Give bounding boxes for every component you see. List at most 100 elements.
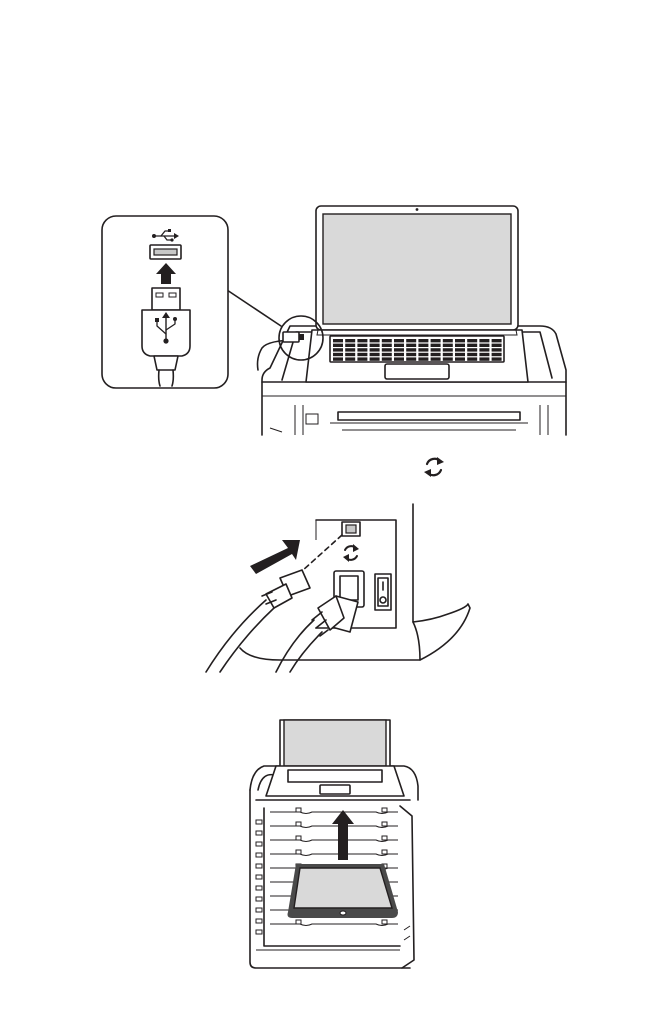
- shelf: [270, 854, 398, 856]
- key: [333, 339, 343, 342]
- shelf-port: [382, 808, 387, 812]
- key: [345, 353, 355, 356]
- cabinet-vents: [256, 820, 262, 934]
- figure-connect-usb-b-and-power: [206, 504, 470, 672]
- key: [479, 339, 489, 342]
- key: [492, 353, 502, 356]
- vent-slot: [256, 919, 262, 923]
- key: [382, 344, 392, 347]
- key: [479, 353, 489, 356]
- shelf-port: [296, 808, 301, 812]
- shelf-port: [382, 836, 387, 840]
- key: [345, 348, 355, 351]
- key: [394, 353, 404, 356]
- key: [382, 353, 392, 356]
- key: [443, 344, 453, 347]
- key: [443, 339, 453, 342]
- shelf-port: [382, 920, 387, 924]
- key: [333, 353, 343, 356]
- shelf-port: [296, 822, 301, 826]
- shelf-port: [296, 920, 301, 924]
- shelf-port: [382, 850, 387, 854]
- sync-icon-panel: [343, 544, 359, 562]
- shelf-port: [382, 822, 387, 826]
- key: [467, 357, 477, 360]
- vent-slot: [256, 842, 262, 846]
- key: [406, 353, 416, 356]
- laptop-keyboard: [330, 336, 504, 362]
- key: [467, 348, 477, 351]
- key: [418, 339, 428, 342]
- vent-slot: [256, 875, 262, 879]
- figure-insert-tablet-into-cabinet: [250, 720, 418, 968]
- tablet: [288, 864, 399, 918]
- key: [479, 344, 489, 347]
- vent-slot: [256, 864, 262, 868]
- key: [357, 339, 367, 342]
- laptop-trackpad: [385, 364, 449, 379]
- key: [455, 339, 465, 342]
- key: [418, 344, 428, 347]
- key: [357, 357, 367, 360]
- key: [357, 353, 367, 356]
- key: [406, 339, 416, 342]
- key: [370, 339, 380, 342]
- laptop-screen: [323, 214, 511, 324]
- key: [370, 344, 380, 347]
- insert-arrow-icon-2: [250, 540, 300, 574]
- key: [418, 357, 428, 360]
- key: [479, 357, 489, 360]
- key: [394, 344, 404, 347]
- vent-slot: [256, 820, 262, 824]
- key: [431, 344, 441, 347]
- key: [345, 344, 355, 347]
- vent-slot: [256, 886, 262, 890]
- key: [479, 348, 489, 351]
- key: [394, 339, 404, 342]
- key: [370, 353, 380, 356]
- key: [431, 357, 441, 360]
- vent-slot: [256, 930, 262, 934]
- key: [455, 344, 465, 347]
- figure-connect-laptop-usb: [102, 206, 566, 435]
- vent-slot: [256, 853, 262, 857]
- callout-leader-line: [227, 290, 281, 326]
- key: [431, 348, 441, 351]
- insert-arrow-icon-3: [332, 810, 354, 860]
- key: [443, 357, 453, 360]
- key: [333, 357, 343, 360]
- key: [406, 357, 416, 360]
- key: [382, 348, 392, 351]
- key: [467, 339, 477, 342]
- key: [370, 348, 380, 351]
- key: [394, 348, 404, 351]
- shelf: [270, 826, 398, 828]
- key: [431, 339, 441, 342]
- key: [418, 353, 428, 356]
- shelf-port: [296, 836, 301, 840]
- shelf: [270, 812, 398, 814]
- key: [467, 344, 477, 347]
- key: [370, 357, 380, 360]
- usb-plug-detail: [102, 216, 228, 388]
- vent-slot: [256, 831, 262, 835]
- shelf: [270, 924, 398, 926]
- key: [406, 348, 416, 351]
- key: [455, 353, 465, 356]
- shelf: [270, 840, 398, 842]
- key: [357, 348, 367, 351]
- key: [357, 344, 367, 347]
- key: [345, 357, 355, 360]
- laptop-top: [266, 720, 404, 796]
- sync-icon: [424, 457, 444, 477]
- key: [345, 339, 355, 342]
- key: [455, 348, 465, 351]
- key: [382, 339, 392, 342]
- key: [467, 353, 477, 356]
- laptop: [306, 206, 528, 382]
- key: [418, 348, 428, 351]
- key: [333, 344, 343, 347]
- key: [406, 344, 416, 347]
- key: [333, 348, 343, 351]
- key: [492, 339, 502, 342]
